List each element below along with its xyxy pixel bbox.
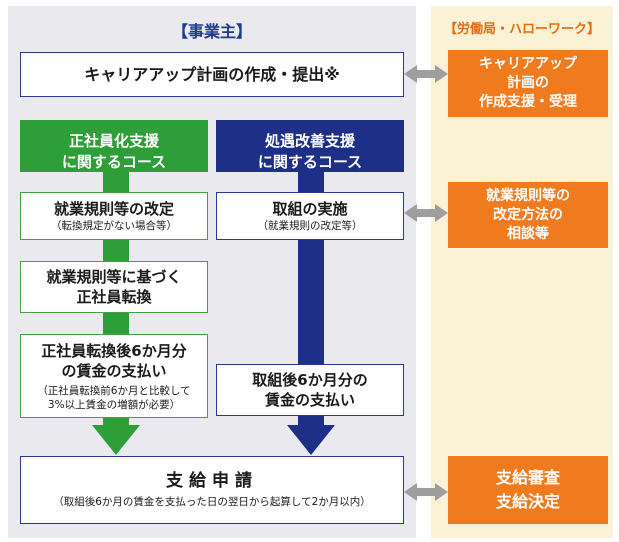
treatment-course-line1: 処遇改善支援 [264, 132, 355, 150]
labor-bureau-header: 【労働局・ハローワーク】 [443, 22, 600, 37]
green-step-3-sub1: （正社員転換前6か月と比較して [37, 384, 191, 397]
career-up-plan-title: キャリアアップ計画の作成・提出※ [84, 64, 340, 84]
navy-flow-arrowhead [287, 425, 335, 455]
treatment-course-line2: に関するコース [257, 153, 363, 171]
payment-review-line1: 支給審査 [495, 468, 560, 487]
green-step-2-line1: 就業規則等に基づく [46, 268, 182, 286]
blue-step-2-line2: 賃金の支払い [264, 391, 355, 409]
treatment-course-header: 処遇改善支援 に関するコース [216, 120, 404, 172]
plan-support-box: キャリアアップ 計画の 作成支援・受理 [448, 50, 608, 117]
gray-arrow-1 [404, 65, 448, 83]
blue-step-2-line1: 取組後6か月分の [252, 371, 368, 389]
regular-course-header: 正社員化支援 に関するコース [20, 120, 208, 172]
regular-course-line2: に関するコース [61, 153, 167, 171]
payment-application-sub: （取組後6か月の賃金を支払った日の翌日から起算して2か月以内） [53, 496, 371, 508]
payment-review-line2: 支給決定 [495, 492, 560, 511]
plan-support-line1: キャリアアップ [479, 56, 577, 72]
payment-review-box: 支給審査 支給決定 [448, 456, 608, 524]
gray-arrow-2 [404, 204, 448, 222]
green-step-2-line2: 正社員転換 [76, 288, 152, 306]
green-step-1-sub: （転換規定がない場合等） [51, 220, 177, 232]
career-up-plan-box: キャリアアップ計画の作成・提出※ [20, 52, 404, 97]
green-step-3-sub2: 3%以上賃金の増額が必要） [47, 398, 181, 411]
green-step-conversion: 就業規則等に基づく 正社員転換 [20, 261, 208, 313]
blue-step-1-title: 取組の実施 [272, 200, 348, 218]
blue-step-implementation: 取組の実施 （就業規則の改定等） [216, 192, 404, 240]
payment-application-title: 支給申請 [166, 471, 258, 491]
plan-support-line2: 計画の [507, 75, 549, 91]
payment-application-box: 支給申請 （取組後6か月の賃金を支払った日の翌日から起算して2か月以内） [20, 456, 404, 524]
green-step-1-title: 就業規則等の改定 [53, 200, 174, 218]
green-step-wage-payment: 正社員転換後6か月分 の賃金の支払い （正社員転換前6か月と比較して 3%以上賃… [20, 334, 208, 418]
rules-consultation-box: 就業規則等の 改定方法の 相談等 [448, 182, 608, 248]
rules-consultation-line3: 相談等 [507, 225, 549, 242]
rules-consultation-line1: 就業規則等の [486, 187, 570, 204]
rules-consultation-line2: 改定方法の [493, 206, 563, 223]
gray-arrow-3 [404, 483, 448, 501]
plan-support-line3: 作成支援・受理 [479, 94, 577, 110]
green-flow-arrowhead [92, 425, 140, 455]
green-step-rules-revision: 就業規則等の改定 （転換規定がない場合等） [20, 192, 208, 240]
blue-step-1-sub: （就業規則の改定等） [257, 220, 363, 232]
regular-course-line1: 正社員化支援 [68, 132, 159, 150]
green-step-3-line1: 正社員転換後6か月分 [41, 341, 187, 360]
blue-step-wage-payment: 取組後6か月分の 賃金の支払い [216, 364, 404, 416]
green-step-3-line2: の賃金の支払い [61, 361, 167, 380]
employer-header: 【事業主】 [171, 22, 252, 41]
